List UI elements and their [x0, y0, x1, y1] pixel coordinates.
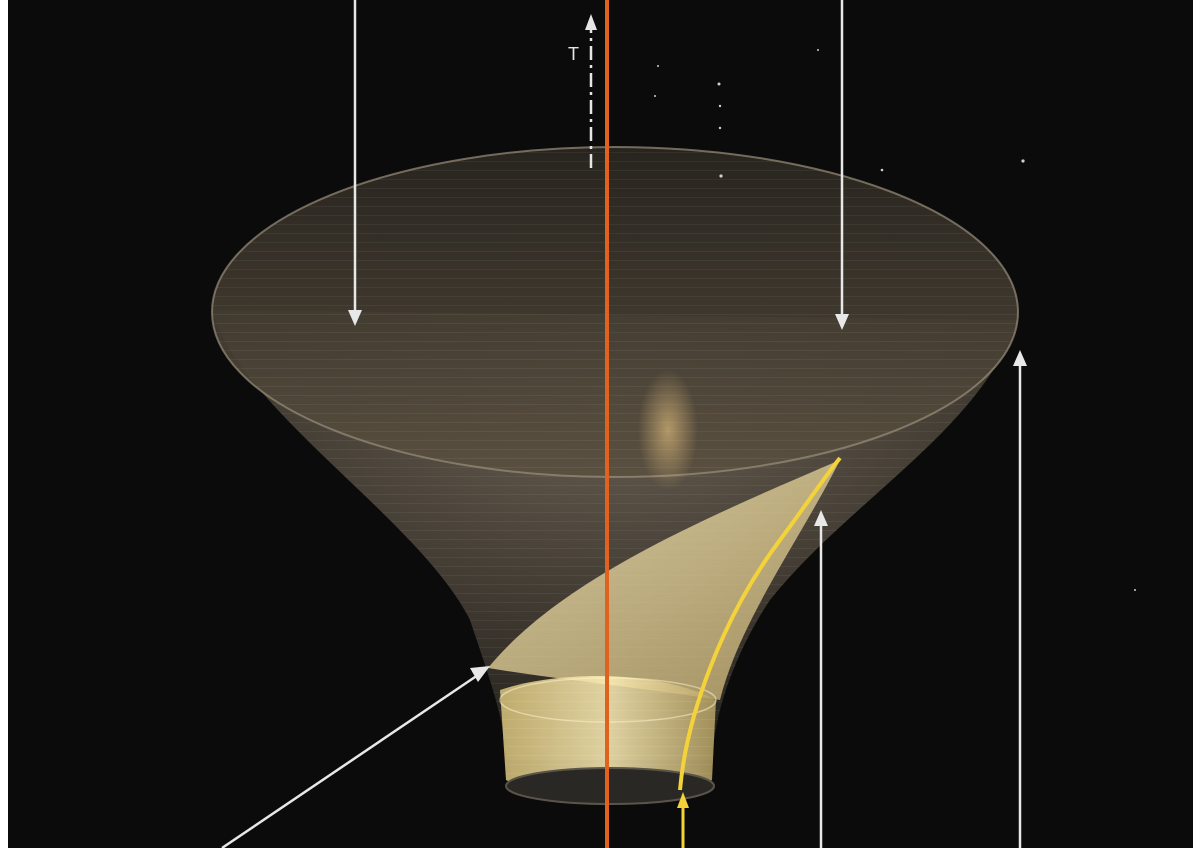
time-axis-label: T: [568, 44, 579, 64]
diagram-canvas: T: [8, 0, 1193, 848]
arrow-diagonal-band: [221, 673, 479, 848]
illuminated-band: [488, 460, 840, 700]
time-axis-arrowhead: [585, 14, 597, 30]
yellow-path-curve: [678, 456, 842, 791]
funnel-diagram: [211, 0, 1136, 848]
throat-bottom-edge: [505, 767, 715, 805]
funnel-rim: [211, 146, 1019, 478]
background-specks: [654, 49, 1136, 591]
